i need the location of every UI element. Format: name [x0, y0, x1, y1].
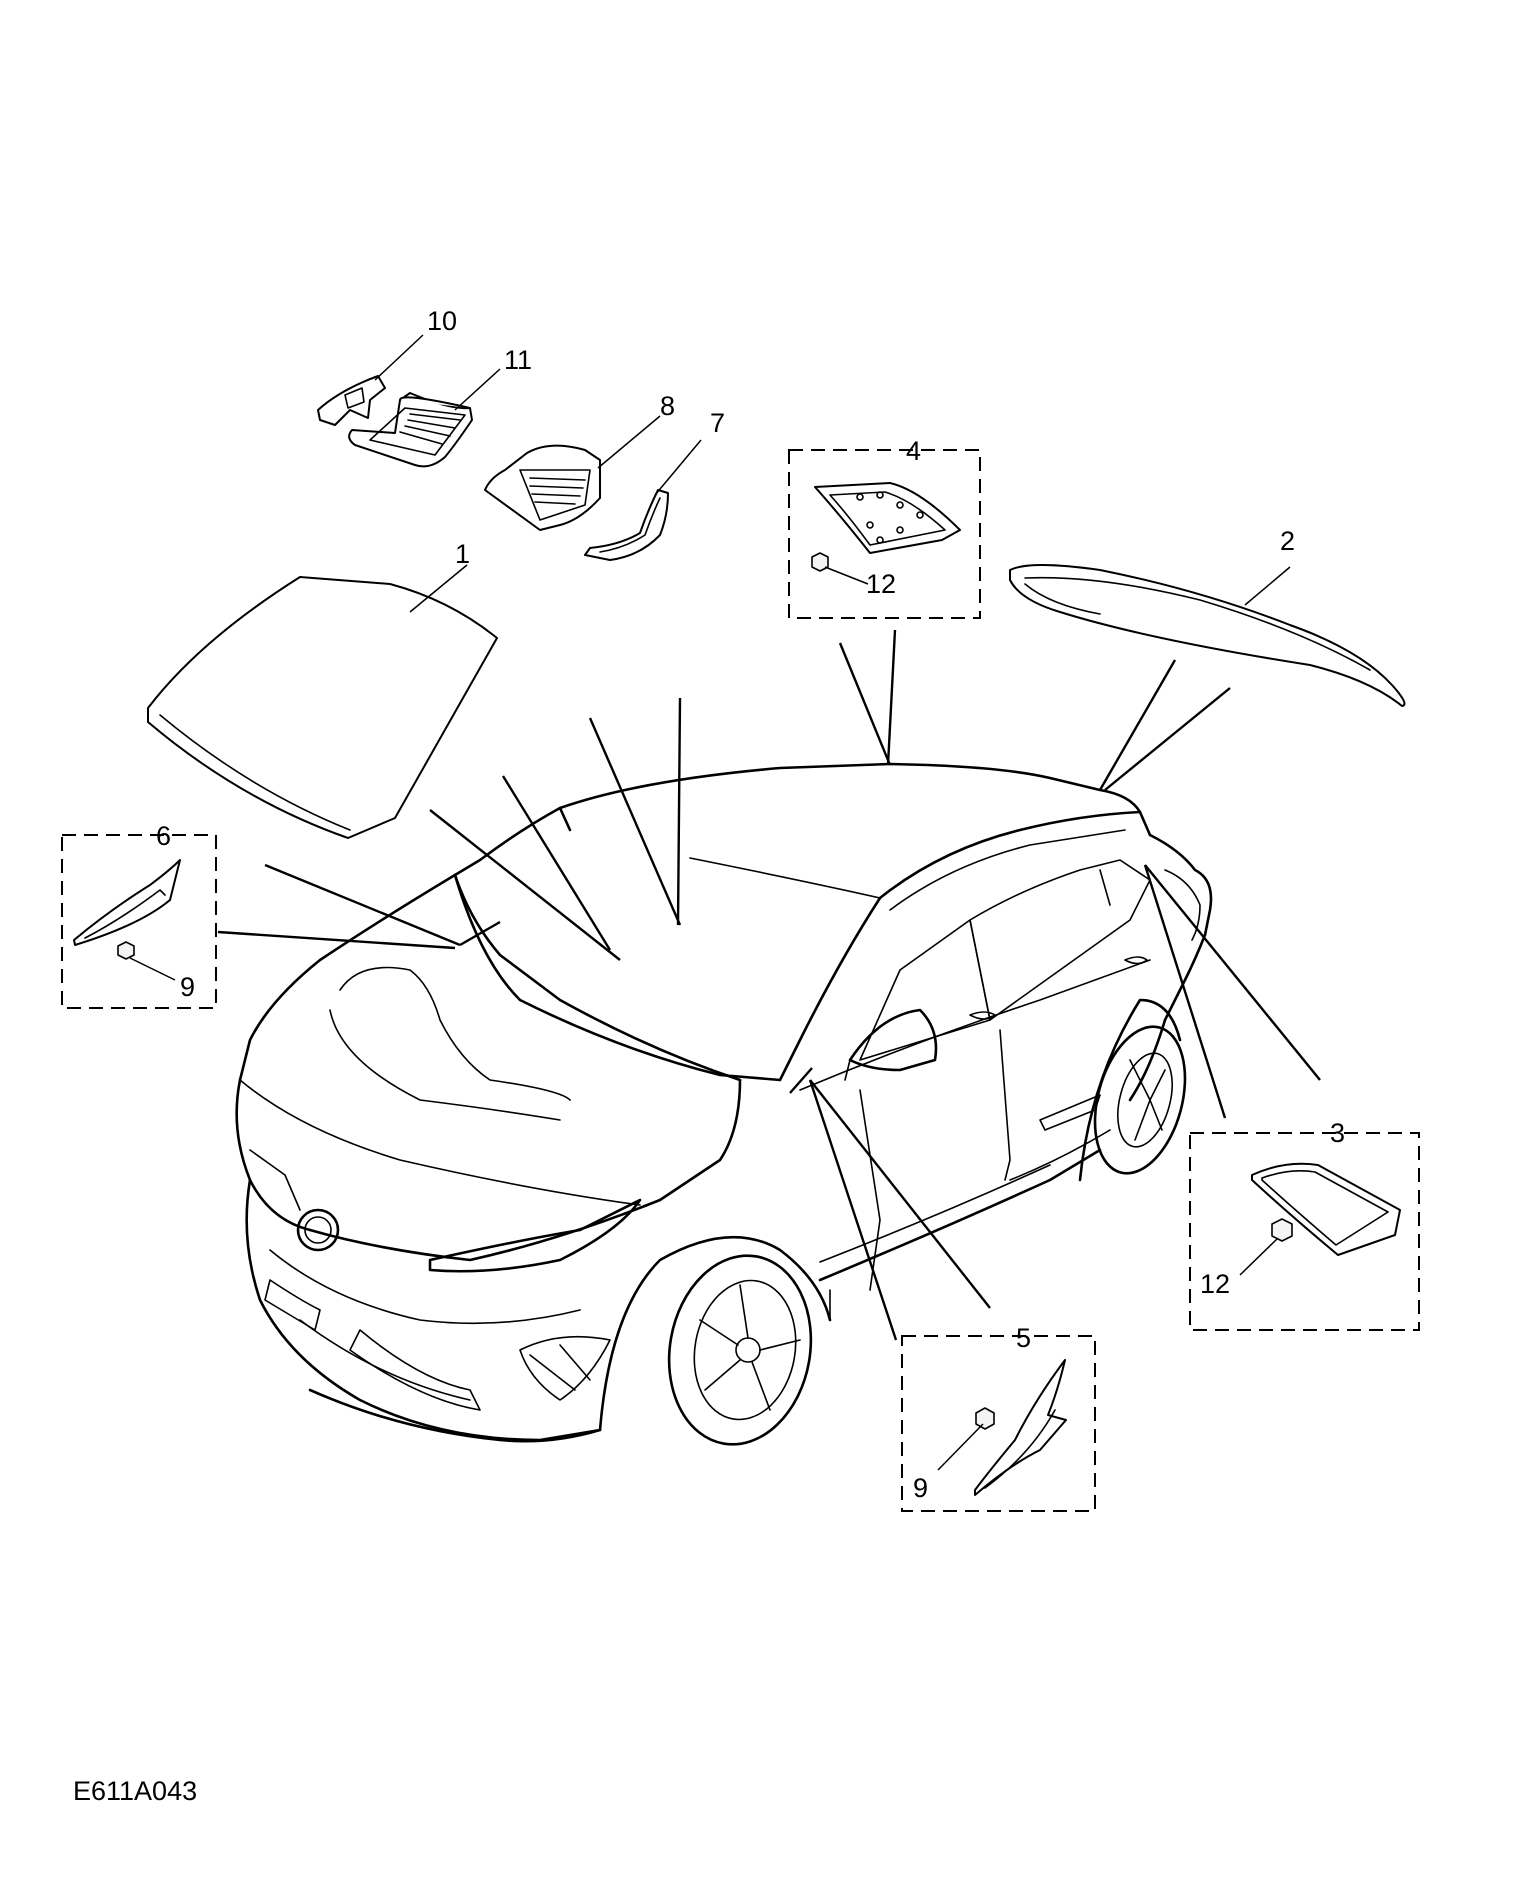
- callout-10: 10: [427, 306, 457, 336]
- callout-11: 11: [504, 345, 532, 375]
- callout-1: 1: [455, 539, 470, 569]
- diagram-reference-code: E611A043: [73, 1776, 197, 1806]
- part-6-box: [61, 834, 217, 1009]
- callout-2: 2: [1280, 526, 1295, 556]
- callout-labels: 1 2 3 4 5 6 7 8 9 9 10 11 12 12: [156, 306, 1345, 1503]
- callout-9-left: 9: [180, 972, 195, 1002]
- leader-lines: [217, 629, 1321, 1341]
- part-3-box: [1189, 1132, 1420, 1331]
- part-5-box: [901, 1335, 1096, 1512]
- callout-8: 8: [660, 391, 675, 421]
- callout-4: 4: [906, 436, 921, 466]
- callout-5: 5: [1016, 1323, 1031, 1353]
- part-4-box: [788, 449, 981, 619]
- callout-6: 6: [156, 821, 171, 851]
- callout-12-right: 12: [1200, 1269, 1230, 1299]
- windscreen-part-1: [147, 564, 498, 839]
- callout-12-top: 12: [866, 569, 896, 599]
- interior-trim-parts-10-11: [317, 334, 501, 468]
- interior-trim-parts-7-8: [484, 415, 702, 561]
- back-glass-part-2: [1009, 564, 1406, 707]
- callout-3: 3: [1330, 1118, 1345, 1148]
- callout-9-bottom: 9: [913, 1473, 928, 1503]
- vehicle-outline: [235, 762, 1213, 1446]
- callout-7: 7: [710, 408, 725, 438]
